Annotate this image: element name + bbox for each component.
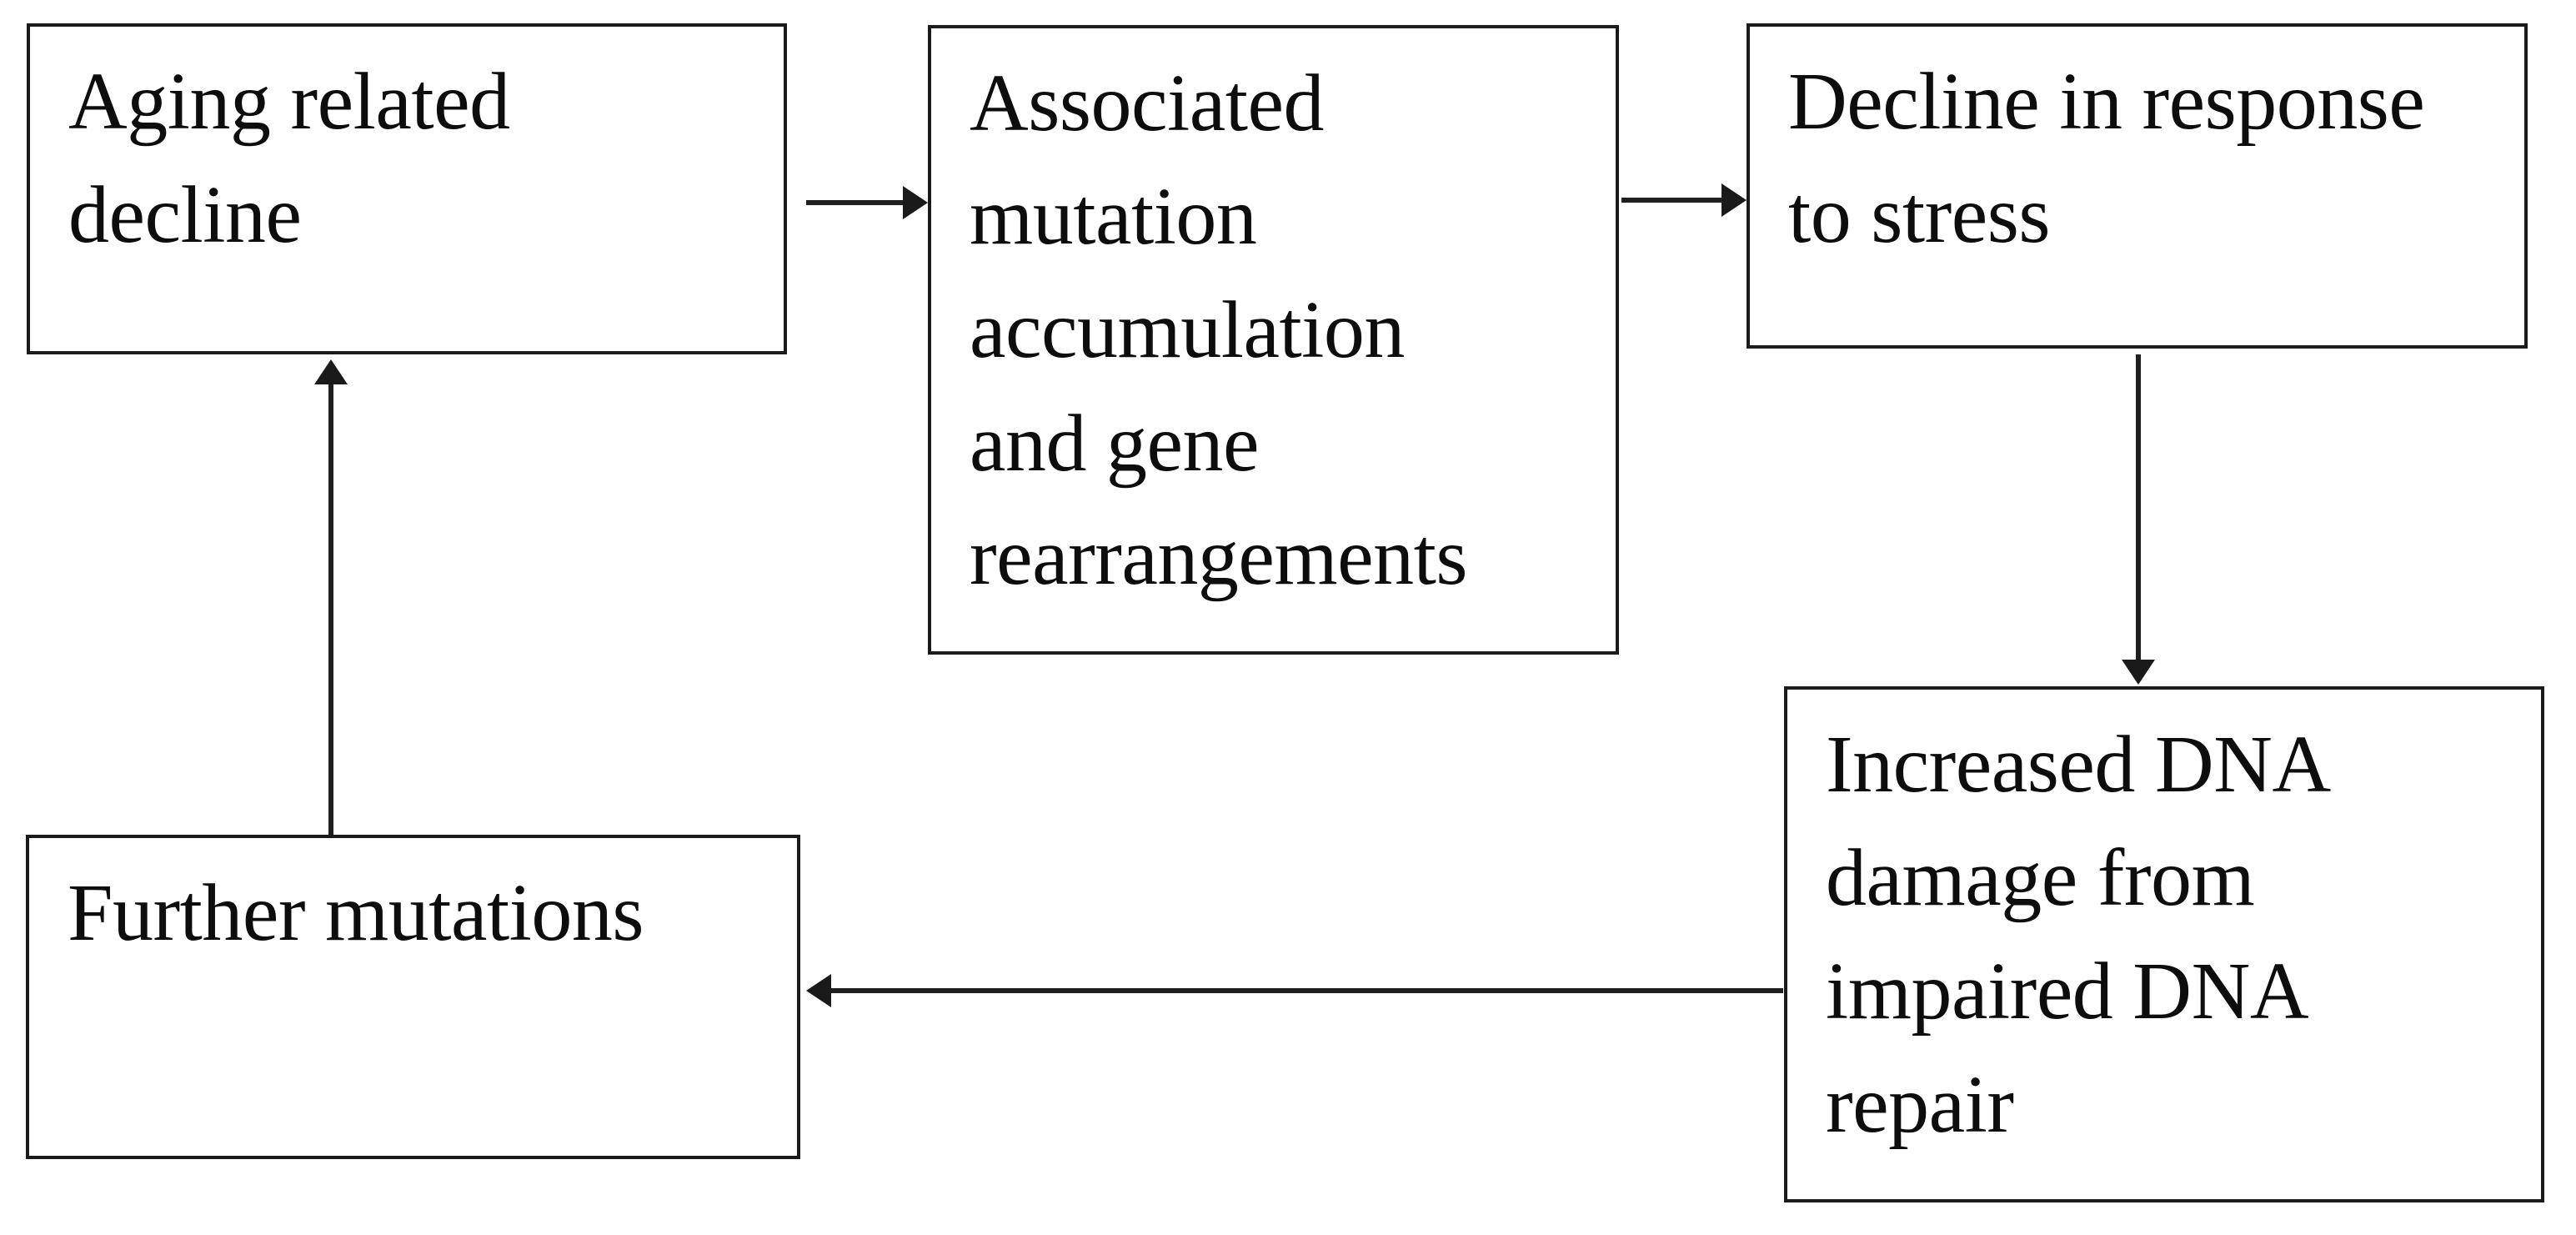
arrow-dna-damage-to-further-mutations-icon: [806, 974, 1783, 1007]
arrow-shaft: [828, 988, 1783, 993]
arrow-head: [1722, 183, 1747, 217]
arrow-head: [806, 974, 831, 1007]
arrow-mutation-to-stress-icon: [1621, 183, 1747, 217]
arrow-shaft: [1621, 198, 1725, 203]
node-label-decline-in-response-to-stress: Decline in response to stress: [1788, 57, 2425, 260]
node-label-aging-related-decline: Aging related decline: [68, 57, 510, 260]
arrow-shaft: [806, 200, 906, 205]
node-associated-mutation-accumulation[interactable]: Associated mutation accumulation and gen…: [928, 25, 1619, 655]
arrow-decline-to-mutation-icon: [806, 186, 928, 219]
node-aging-related-decline[interactable]: Aging related decline: [27, 23, 787, 354]
arrow-shaft: [2136, 354, 2141, 663]
node-decline-in-response-to-stress[interactable]: Decline in response to stress: [1747, 23, 2528, 349]
arrow-stress-to-dna-damage-icon: [2122, 354, 2155, 685]
arrow-head: [903, 186, 928, 219]
node-label-further-mutations: Further mutations: [68, 868, 644, 958]
arrow-further-mutations-to-decline-icon: [314, 359, 348, 835]
arrow-shaft: [328, 381, 333, 835]
arrow-head: [2122, 660, 2155, 685]
node-increased-dna-damage[interactable]: Increased DNA damage from impaired DNA r…: [1784, 686, 2544, 1202]
node-label-associated-mutation-accumulation: Associated mutation accumulation and gen…: [970, 58, 1467, 602]
node-further-mutations[interactable]: Further mutations: [26, 835, 800, 1159]
arrow-head: [314, 359, 348, 384]
node-label-increased-dna-damage: Increased DNA damage from impaired DNA r…: [1826, 720, 2331, 1150]
